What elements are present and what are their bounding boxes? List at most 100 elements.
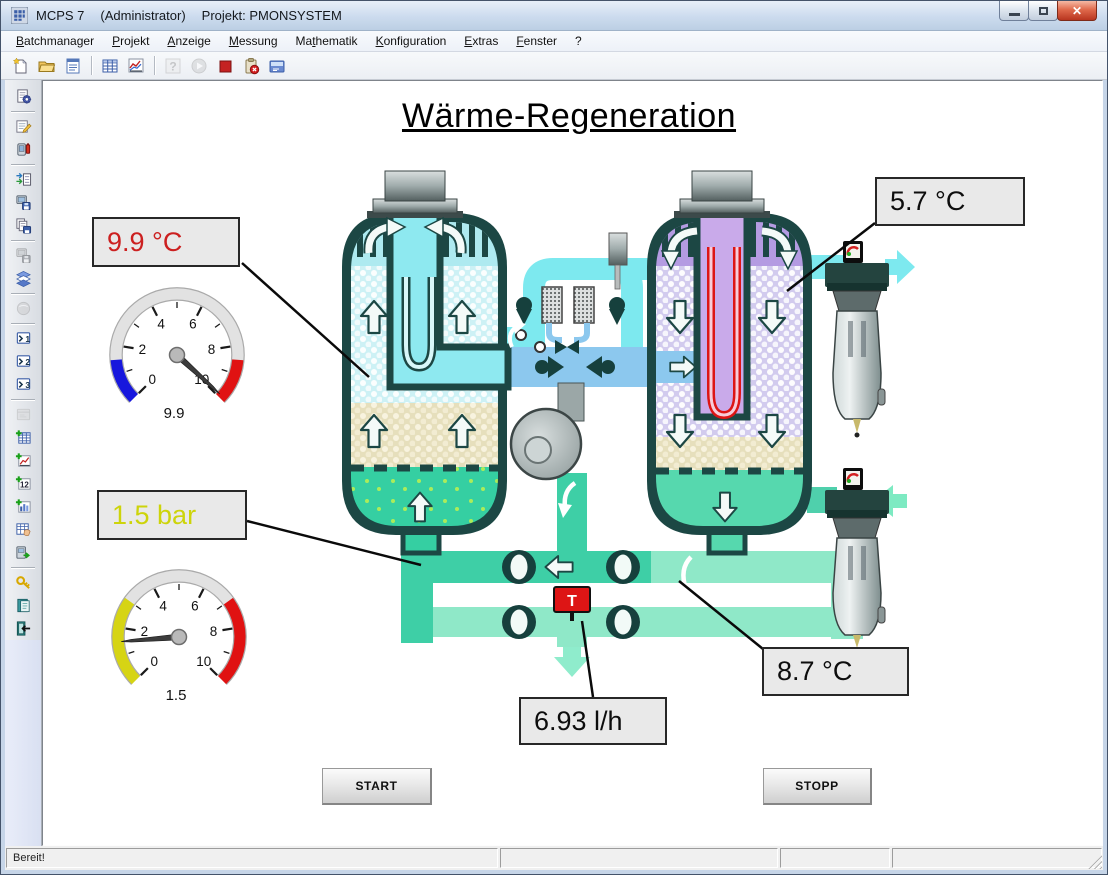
sidebar-window-disabled-button: [10, 403, 36, 426]
app-name: MCPS 7: [36, 8, 85, 23]
gauge-value: 1.5: [166, 687, 187, 704]
window-controls: ✕: [999, 1, 1097, 21]
sidebar-add-digital-button[interactable]: [10, 472, 36, 495]
help-button: [160, 54, 186, 78]
user-mode: (Administrator): [100, 8, 186, 23]
menu-help[interactable]: ?: [575, 34, 582, 48]
stop-measurement-button[interactable]: [212, 54, 238, 78]
menu-batchmanager[interactable]: Batchmanager: [16, 34, 95, 48]
control-valve[interactable]: [555, 340, 579, 354]
new-project-button[interactable]: [8, 54, 34, 78]
pin-valve-left[interactable]: [516, 297, 532, 325]
filter-top: [825, 241, 889, 438]
minimize-button[interactable]: [999, 1, 1029, 21]
sidebar-add-chart-button[interactable]: [10, 449, 36, 472]
sidebar-notes-button[interactable]: [10, 594, 36, 617]
cancel-batch-button[interactable]: [238, 54, 264, 78]
start-button[interactable]: START: [322, 768, 432, 805]
sidebar-monitor-1-button[interactable]: 1: [10, 327, 36, 350]
ball-valve-4[interactable]: [606, 605, 640, 639]
process-stage: T: [43, 81, 1095, 837]
flow-arrow-regen-icon: [512, 320, 526, 334]
main-area: 1 2 3: [5, 80, 1103, 846]
filter-bottom-indicator-icon: [847, 479, 851, 483]
trend-chart-button[interactable]: [123, 54, 149, 78]
layout-window-button[interactable]: [264, 54, 290, 78]
temp-right-readout: 5.7 °C: [875, 177, 1025, 226]
data-table-button[interactable]: [97, 54, 123, 78]
vessel-left-cap: [384, 170, 446, 202]
status-panel-3: [780, 848, 890, 868]
sidebar-copy-save-button[interactable]: [10, 214, 36, 237]
close-button[interactable]: ✕: [1057, 1, 1097, 21]
status-panel-2: [500, 848, 778, 868]
flow-arrow-down-icon: [558, 503, 572, 518]
silencer-1: [541, 286, 563, 324]
process-valve-2[interactable]: [586, 356, 615, 378]
sidebar-separator: [11, 111, 35, 112]
plant-diagram: T: [241, 170, 915, 698]
sidebar-key-button[interactable]: [10, 571, 36, 594]
menu-fenster[interactable]: Fenster: [516, 34, 558, 48]
menu-konfiguration[interactable]: Konfiguration: [375, 34, 447, 48]
app-icon: [11, 7, 28, 24]
temp-sensor-tag: T: [553, 586, 591, 621]
project-document-button[interactable]: [60, 54, 86, 78]
close-icon: ✕: [1071, 3, 1083, 18]
temperature-gauge: 02468109.9: [92, 277, 262, 435]
sidebar-alarm-device-button[interactable]: [10, 138, 36, 161]
sidebar-import-channels-button[interactable]: [10, 168, 36, 191]
sidebar-layers-button[interactable]: [10, 267, 36, 290]
sensor-tag-letter: T: [567, 593, 577, 610]
maximize-icon: [1038, 6, 1048, 15]
maximize-button[interactable]: [1028, 1, 1058, 21]
sensor-probe: [608, 232, 628, 266]
gauge-value: 9.9: [164, 405, 185, 422]
process-valve-1[interactable]: [535, 356, 564, 378]
sidebar-edit-note-button[interactable]: [10, 115, 36, 138]
ball-valve-2[interactable]: [606, 550, 640, 584]
sidebar-monitor-3-button[interactable]: 3: [10, 373, 36, 396]
toolbar-separator: [154, 56, 155, 75]
flow-arrow-return-icon: [679, 583, 692, 598]
flow-readout: 6.93 l/h: [519, 697, 667, 745]
outlet-arrow-icon: [885, 250, 915, 284]
menu-extras[interactable]: Extras: [464, 34, 499, 48]
sidebar-monitor-2-button[interactable]: 2: [10, 350, 36, 373]
svg-text:8: 8: [210, 624, 218, 639]
pin-valve-right[interactable]: [609, 297, 625, 325]
ball-valve-1[interactable]: [502, 550, 536, 584]
sidebar-calc-table-button[interactable]: [10, 518, 36, 541]
svg-text:10: 10: [196, 654, 211, 669]
title-bar[interactable]: MCPS 7 (Administrator) Projekt: PMONSYST…: [1, 1, 1107, 31]
filter-top-indicator-icon: [847, 252, 851, 256]
pipe-process-blue: [502, 347, 662, 387]
menu-projekt[interactable]: Projekt: [112, 34, 150, 48]
sidebar-media-button: [10, 297, 36, 320]
sidebar-add-bars-button[interactable]: [10, 495, 36, 518]
sidebar-filler: [5, 640, 41, 846]
menu-messung[interactable]: Messung: [228, 34, 278, 48]
temp-outlet-readout: 8.7 °C: [762, 647, 909, 696]
svg-text:4: 4: [159, 598, 167, 613]
sidebar-save-disabled-button: [10, 244, 36, 267]
sidebar-report-settings-button[interactable]: [10, 85, 36, 108]
svg-text:6: 6: [191, 598, 199, 613]
svg-text:2: 2: [25, 357, 30, 367]
sidebar-exit-button[interactable]: [10, 617, 36, 640]
stop-button[interactable]: STOPP: [763, 768, 872, 805]
menu-mathematik[interactable]: Mathematik: [295, 34, 358, 48]
filter-bottom: [825, 468, 889, 653]
sidebar-export-data-button[interactable]: [10, 541, 36, 564]
status-message: Bereit!: [6, 848, 498, 868]
status-bar: Bereit!: [5, 846, 1103, 870]
sidebar-save-device-button[interactable]: [10, 191, 36, 214]
svg-text:0: 0: [148, 372, 156, 387]
menu-anzeige[interactable]: Anzeige: [167, 34, 211, 48]
ball-valve-3[interactable]: [502, 605, 536, 639]
sidebar-add-table-button[interactable]: [10, 426, 36, 449]
open-project-button[interactable]: [34, 54, 60, 78]
svg-text:8: 8: [208, 342, 216, 357]
svg-text:2: 2: [141, 624, 149, 639]
heater-element-left: [404, 277, 434, 370]
